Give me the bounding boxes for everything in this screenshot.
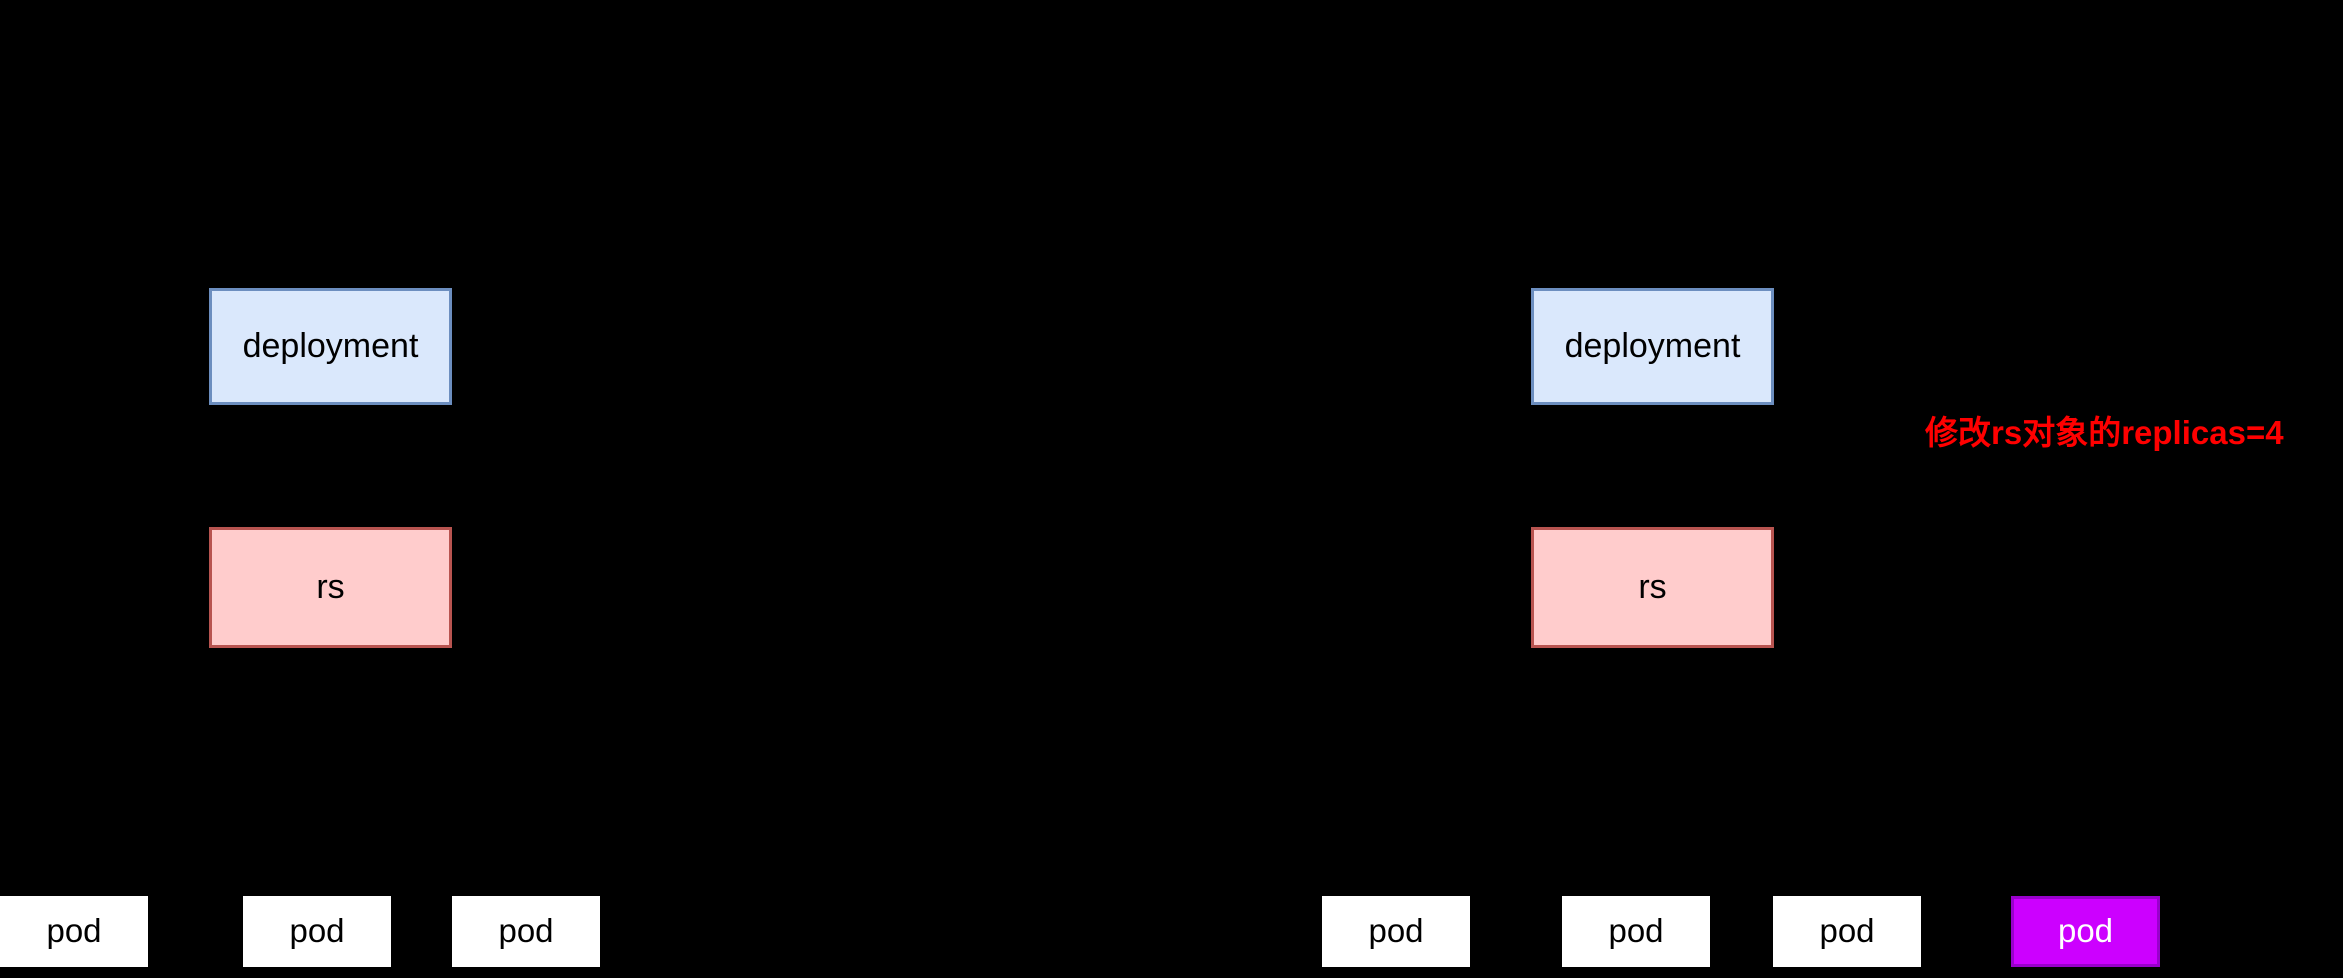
right-pod-1-label: pod: [1368, 912, 1424, 950]
replicas-annotation: 修改rs对象的replicas=4: [1925, 414, 2284, 451]
left-replicaset-node[interactable]: rs: [209, 527, 452, 648]
left-pod-1[interactable]: pod: [0, 896, 148, 967]
right-pod-4-new[interactable]: pod: [2011, 896, 2160, 967]
left-pod-2-label: pod: [289, 912, 345, 950]
right-replicaset-node[interactable]: rs: [1531, 527, 1774, 648]
right-replicaset-label: rs: [1638, 567, 1667, 606]
replicas-annotation-text: 修改rs对象的replicas=4: [1925, 414, 2284, 451]
right-deployment-node[interactable]: deployment: [1531, 288, 1774, 405]
right-pod-4-new-label: pod: [2057, 912, 2114, 950]
right-pod-1[interactable]: pod: [1322, 896, 1470, 967]
right-pod-3[interactable]: pod: [1773, 896, 1921, 967]
right-pod-2[interactable]: pod: [1562, 896, 1710, 967]
left-pod-1-label: pod: [46, 912, 102, 950]
right-pod-3-label: pod: [1819, 912, 1875, 950]
right-pod-2-label: pod: [1608, 912, 1664, 950]
left-pod-3[interactable]: pod: [452, 896, 600, 967]
right-deployment-label: deployment: [1564, 326, 1741, 365]
left-deployment-node[interactable]: deployment: [209, 288, 452, 405]
left-deployment-label: deployment: [242, 326, 419, 365]
left-pod-2[interactable]: pod: [243, 896, 391, 967]
left-replicaset-label: rs: [316, 567, 345, 606]
left-pod-3-label: pod: [498, 912, 554, 950]
